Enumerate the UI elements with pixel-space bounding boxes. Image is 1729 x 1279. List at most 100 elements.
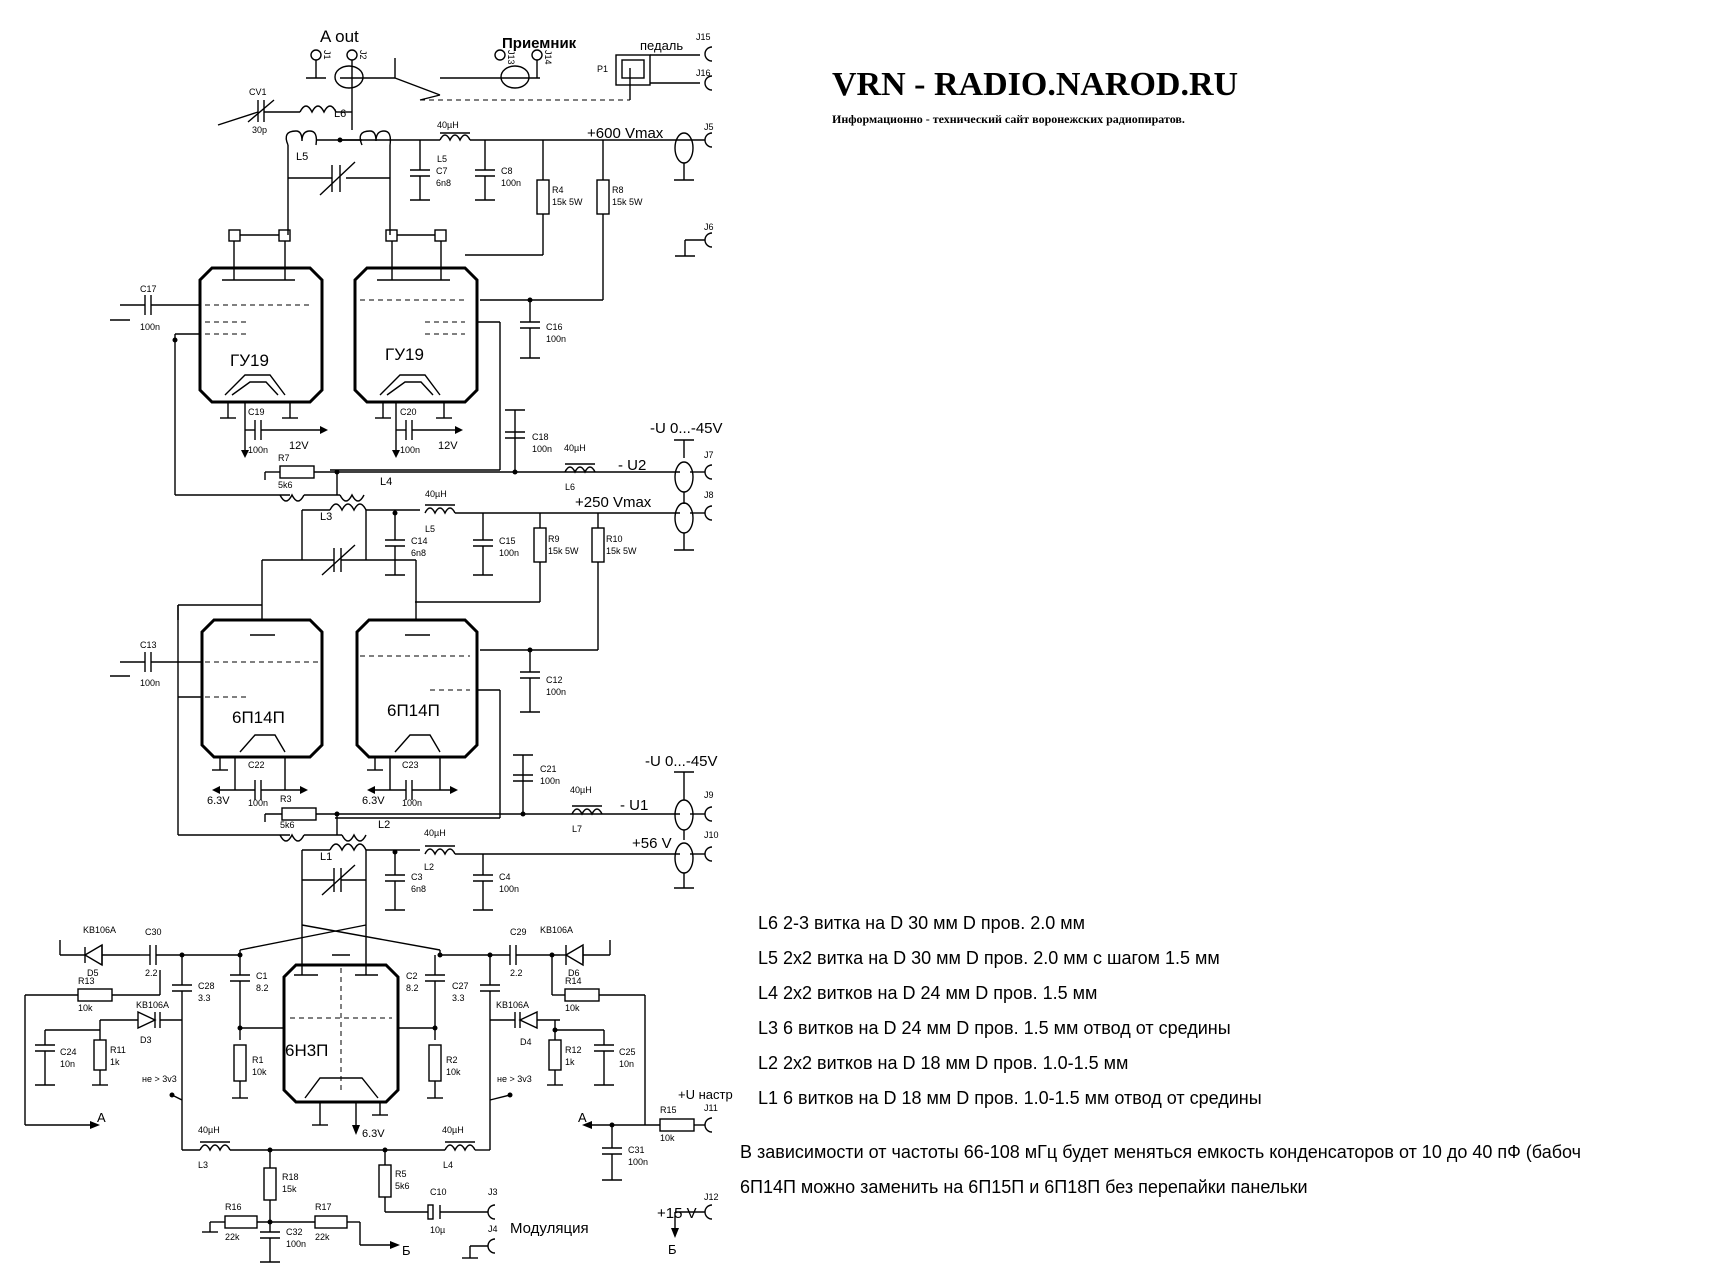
r1-value: 10k [252,1067,267,1077]
choke-u1-label: 40µH [570,785,592,795]
r4-resistor [536,179,550,215]
r14-value: 10k [565,1003,580,1013]
c28-value: 3.3 [198,993,211,1003]
l2-coil-left [279,833,305,842]
r17-label: R17 [315,1202,332,1212]
c18-label: C18 [532,432,549,442]
site-title: VRN - RADIO.NAROD.RU [832,66,1239,103]
c2-label: C2 [406,971,418,981]
l5-mid-label: L5 [425,524,435,534]
c23-value: 100n [402,798,422,808]
coil-note-l6: L6 2-3 витка на D 30 мм D пров. 2.0 мм [758,913,1086,933]
j9-connector [704,806,713,822]
coax-out-ellipse [334,65,364,89]
kv106a-label-d3: KB106A [136,1000,169,1010]
pedal-label: педаль [640,38,683,53]
c18-value: 100n [532,444,552,454]
j8-coax [674,502,694,534]
p1-label: P1 [597,64,608,74]
r12-resistor [548,1039,562,1071]
u2-label: - U2 [618,457,646,474]
d3-label: D3 [140,1035,152,1045]
r10-resistor [591,527,605,563]
j6-label: J6 [704,222,714,232]
j5-coax [674,132,694,164]
gu19-tube-2 [353,266,479,404]
final-stage: ГУ19 ГУ19 C17 100n [110,266,723,504]
gu19-tube-2-label: ГУ19 [385,345,424,364]
r11-resistor [93,1039,107,1071]
c21-value: 100n [540,776,560,786]
l2-choke-label: L2 [424,862,434,872]
l3-choke-label: L3 [198,1160,208,1170]
c32-label: C32 [286,1227,303,1237]
l1-coil [329,843,367,852]
c19-value: 100n [248,445,268,455]
r5-resistor [378,1164,392,1198]
r10-value: 15k 5W [606,546,637,556]
output-section: A out Приемник J1 J2 J13 J14 P1 педаль J… [217,27,714,301]
j4-connector [487,1238,496,1254]
r2-value: 10k [446,1067,461,1077]
l2-coil-right [341,833,367,842]
p1-relay [615,54,651,86]
coil-note-l5: L5 2x2 витка на D 30 мм D пров. 2.0 мм с… [758,948,1220,968]
c16-value: 100n [546,334,566,344]
capacitor-note: В зависимости от частоты 66-108 мГц буде… [740,1142,1582,1162]
d4-diode [518,1010,538,1030]
r4-label: R4 [552,185,564,195]
r7-label: R7 [278,453,290,463]
choke-mid [424,507,456,515]
c24-label: C24 [60,1047,77,1057]
r3-value: 5k6 [280,820,295,830]
heater-12v-label-1: 12V [289,440,309,452]
l6-choke-label: L6 [565,482,575,492]
j3-connector [487,1204,496,1220]
l5-tank-label: L5 [296,151,308,163]
heater-63v-osc-label: 6.3V [362,1128,385,1140]
6p14p-tube-1-label: 6П14П [232,708,285,727]
supply-56v-label: +56 V [632,835,672,852]
c15-label: C15 [499,536,516,546]
r9-resistor [533,527,547,563]
r8-resistor [596,179,610,215]
j10-label: J10 [704,830,719,840]
r11-value: 1k [110,1057,120,1067]
l4-choke-label: L4 [443,1160,453,1170]
r16-value: 22k [225,1232,240,1242]
j4-label: J4 [488,1224,498,1234]
choke-u2 [564,466,596,474]
c2-value: 8.2 [406,983,419,993]
j15-label: J15 [696,32,711,42]
gu19-2-anode-pin-1 [385,229,398,242]
d5-label: D5 [87,968,99,978]
r16-label: R16 [225,1202,242,1212]
c27-value: 3.3 [452,993,465,1003]
c19-label: C19 [248,407,265,417]
l4-coil-left [279,493,305,502]
choke-l4-label: 40µH [442,1125,464,1135]
bias-range-label-top: -U 0...-45V [650,420,723,437]
choke-l3-label: 40µH [198,1125,220,1135]
c25-label: C25 [619,1047,636,1057]
coil-note-l4: L4 2x2 витков на D 24 мм D пров. 1.5 мм [758,983,1098,1003]
c7-label: C7 [436,166,448,176]
c27-label: C27 [452,981,469,991]
site-subtitle: Информационно - технический сайт воронеж… [832,112,1185,126]
r12-value: 1k [565,1057,575,1067]
c30-label: C30 [145,927,162,937]
j15-connector [704,46,713,62]
choke-mid-label: 40µH [425,489,447,499]
c10-capacitor [427,1204,434,1220]
l3-coil [329,503,367,512]
r5-value: 5k6 [395,1181,410,1191]
gu19-2-anode-pin-2 [434,229,447,242]
c8-value: 100n [501,178,521,188]
r9-value: 15k 5W [548,546,579,556]
j7-label: J7 [704,450,714,460]
r11-label: R11 [110,1045,126,1055]
j1-connector [310,49,322,61]
bias-range-label-bottom: -U 0...-45V [645,753,718,770]
j5-label: J5 [704,122,714,132]
r2-resistor [428,1044,442,1082]
